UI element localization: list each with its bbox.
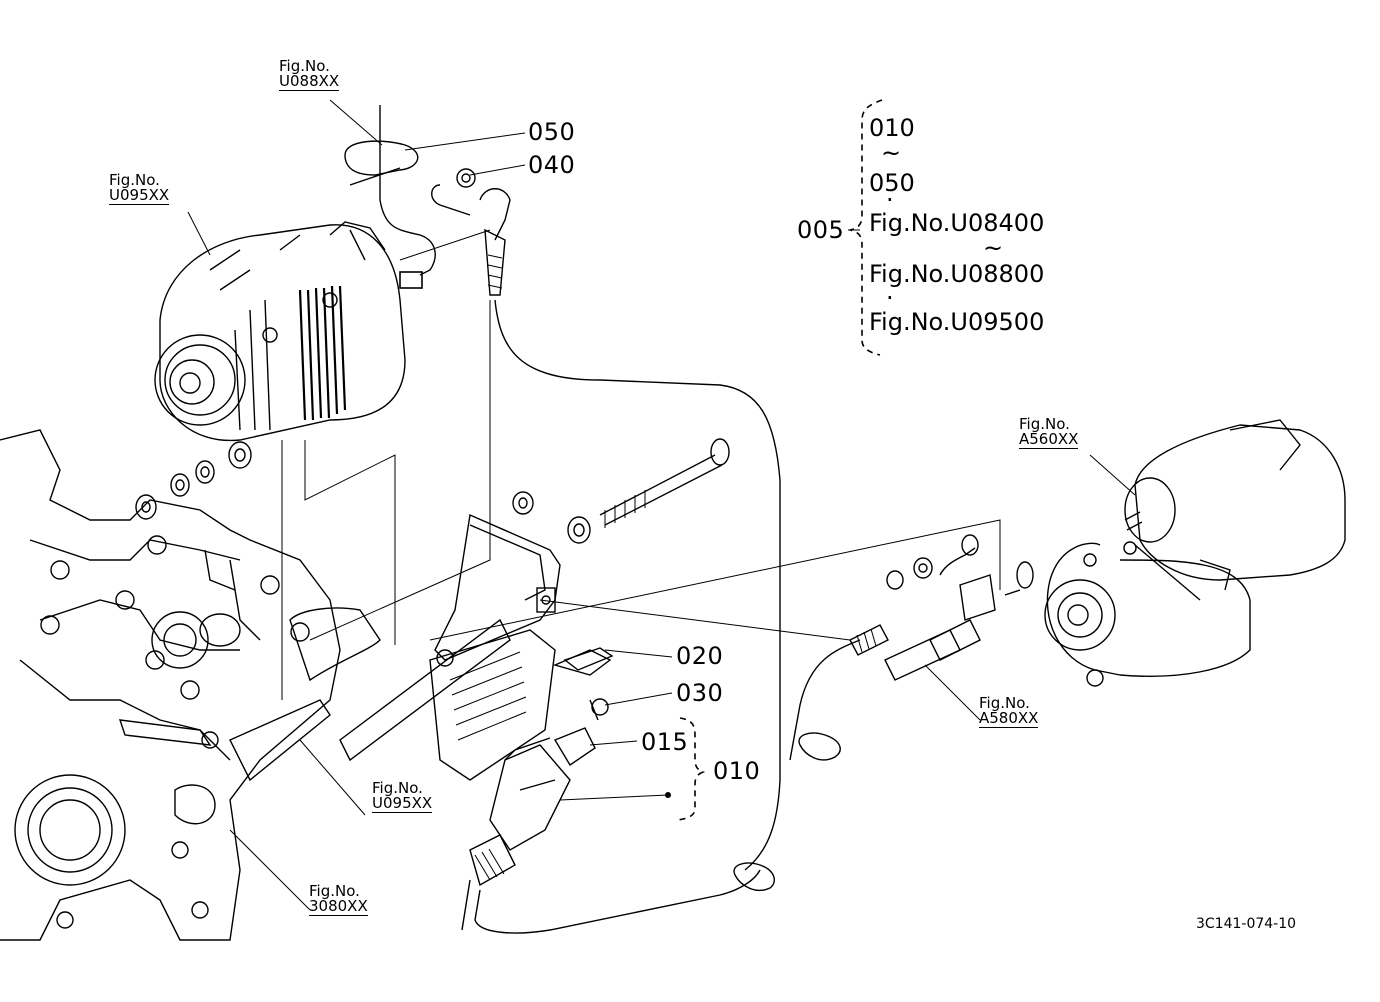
assembly-item-050: 050 [869, 169, 915, 197]
assembly-item-u08400: Fig.No.U08400 [869, 209, 1045, 237]
starter-motor [1044, 419, 1346, 687]
fig-ref-a560-line1: Fig.No. [1019, 415, 1070, 433]
battery-cable-terminal [431, 168, 511, 296]
fig-ref-u095b-line1: Fig.No. [372, 779, 423, 797]
assembly-number: 005 [797, 216, 845, 244]
brace-005 [848, 99, 883, 356]
fig-ref-3080: Fig.No. 3080XX [309, 884, 368, 916]
alternator-fasteners [135, 441, 252, 520]
part-040: 040 [528, 151, 576, 179]
fig-ref-a580: Fig.No. A580XX [979, 694, 1039, 728]
leader-lines [187, 99, 1136, 911]
part-030: 030 [676, 679, 724, 707]
fig-ref-u088: Fig.No. U088XX [279, 57, 340, 91]
through-bolt [512, 438, 730, 544]
alternator [154, 221, 423, 442]
fig-ref-a580-line1: Fig.No. [979, 694, 1030, 712]
relay-holder [429, 629, 614, 781]
assembly-item-dot-2: · [886, 284, 894, 312]
assembly-item-dot-1: · [886, 186, 894, 214]
part-010: 010 [713, 757, 761, 785]
starter-terminal-parts [849, 534, 1034, 681]
fig-ref-u095a-line1: Fig.No. [109, 171, 160, 189]
fig-ref-u088-line1: Fig.No. [279, 57, 330, 75]
fig-ref-u095b-line2: U095XX [372, 794, 433, 813]
fig-ref-a580-line2: A580XX [979, 709, 1039, 728]
part-015: 015 [641, 728, 689, 756]
fig-ref-a560: Fig.No. A560XX [1019, 415, 1079, 449]
assembly-item-u08800: Fig.No.U08800 [869, 260, 1045, 288]
drawing-code: 3C141-074-10 [1196, 916, 1297, 932]
fig-ref-u095-alternator: Fig.No. U095XX [109, 171, 170, 205]
assembly-item-u09500: Fig.No.U09500 [869, 308, 1045, 336]
assembly-item-tilde-1: ~ [881, 139, 902, 167]
assembly-item-010: 010 [869, 114, 915, 142]
fig-ref-u095a-line2: U095XX [109, 186, 170, 205]
relay [469, 727, 596, 887]
alternator-bracket [229, 513, 561, 782]
fig-ref-3080-line1: Fig.No. [309, 882, 360, 900]
part-050: 050 [528, 118, 576, 146]
assembly-item-tilde-2: ~ [983, 234, 1004, 262]
fig-ref-u088-line2: U088XX [279, 72, 340, 91]
fig-ref-3080-line2: 3080XX [309, 897, 368, 916]
fig-ref-a560-line2: A560XX [1019, 430, 1079, 449]
brace-010 [677, 717, 706, 821]
fig-ref-u095-bracket: Fig.No. U095XX [372, 779, 433, 813]
engine-block [0, 429, 341, 941]
part-020: 020 [676, 642, 724, 670]
